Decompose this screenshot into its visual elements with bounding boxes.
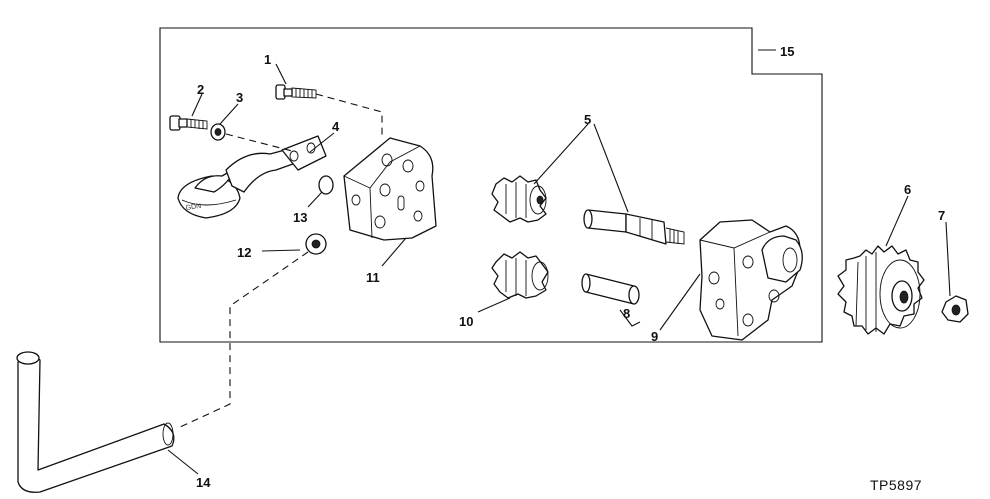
callout-labels: 1 2 3 4 5 6 7 8 9 10 11 12 13 14 15 (196, 44, 945, 490)
callout-9: 9 (651, 329, 658, 344)
leader-lines (167, 49, 951, 475)
part-lock-washer-3 (210, 123, 226, 141)
part-oil-tube-14 (16, 351, 175, 493)
callout-4: 4 (332, 119, 340, 134)
part-o-ring-13 (318, 175, 334, 195)
callout-11: 11 (366, 270, 380, 285)
part-driven-gear-10 (491, 251, 549, 299)
callout-15: 15 (780, 44, 794, 59)
callout-8: 8 (623, 306, 630, 321)
assembly-boundary (159, 27, 823, 343)
part-pump-gear-6 (837, 245, 925, 335)
callout-5: 5 (584, 112, 591, 127)
assembly-line-screw2 (225, 133, 297, 153)
part-washer-12 (305, 233, 327, 255)
assembly-line-screw1 (315, 93, 383, 136)
part-cap-screw-2 (169, 115, 208, 131)
part-drive-shaft-5 (583, 209, 685, 245)
callout-1: 1 (264, 52, 271, 67)
figure-code: TP5897 (870, 477, 922, 493)
callout-12: 12 (237, 245, 251, 260)
callout-13: 13 (293, 210, 307, 225)
part-drive-gear-5 (491, 175, 547, 223)
callout-6: 6 (904, 182, 911, 197)
part-idler-shaft-8 (581, 273, 640, 305)
part-oil-pickup-4: GDN (177, 135, 327, 219)
callout-3: 3 (236, 90, 243, 105)
callout-7: 7 (938, 208, 945, 223)
part-nut-7 (941, 295, 969, 323)
part-pump-body-9 (699, 219, 803, 341)
part-cap-screw-1 (275, 84, 317, 100)
svg-text:GDN: GDN (185, 203, 201, 212)
assembly-line-tube (177, 251, 309, 429)
callout-14: 14 (196, 475, 211, 490)
callout-10: 10 (459, 314, 473, 329)
part-pump-cover-11 (343, 137, 437, 241)
callout-2: 2 (197, 82, 204, 97)
